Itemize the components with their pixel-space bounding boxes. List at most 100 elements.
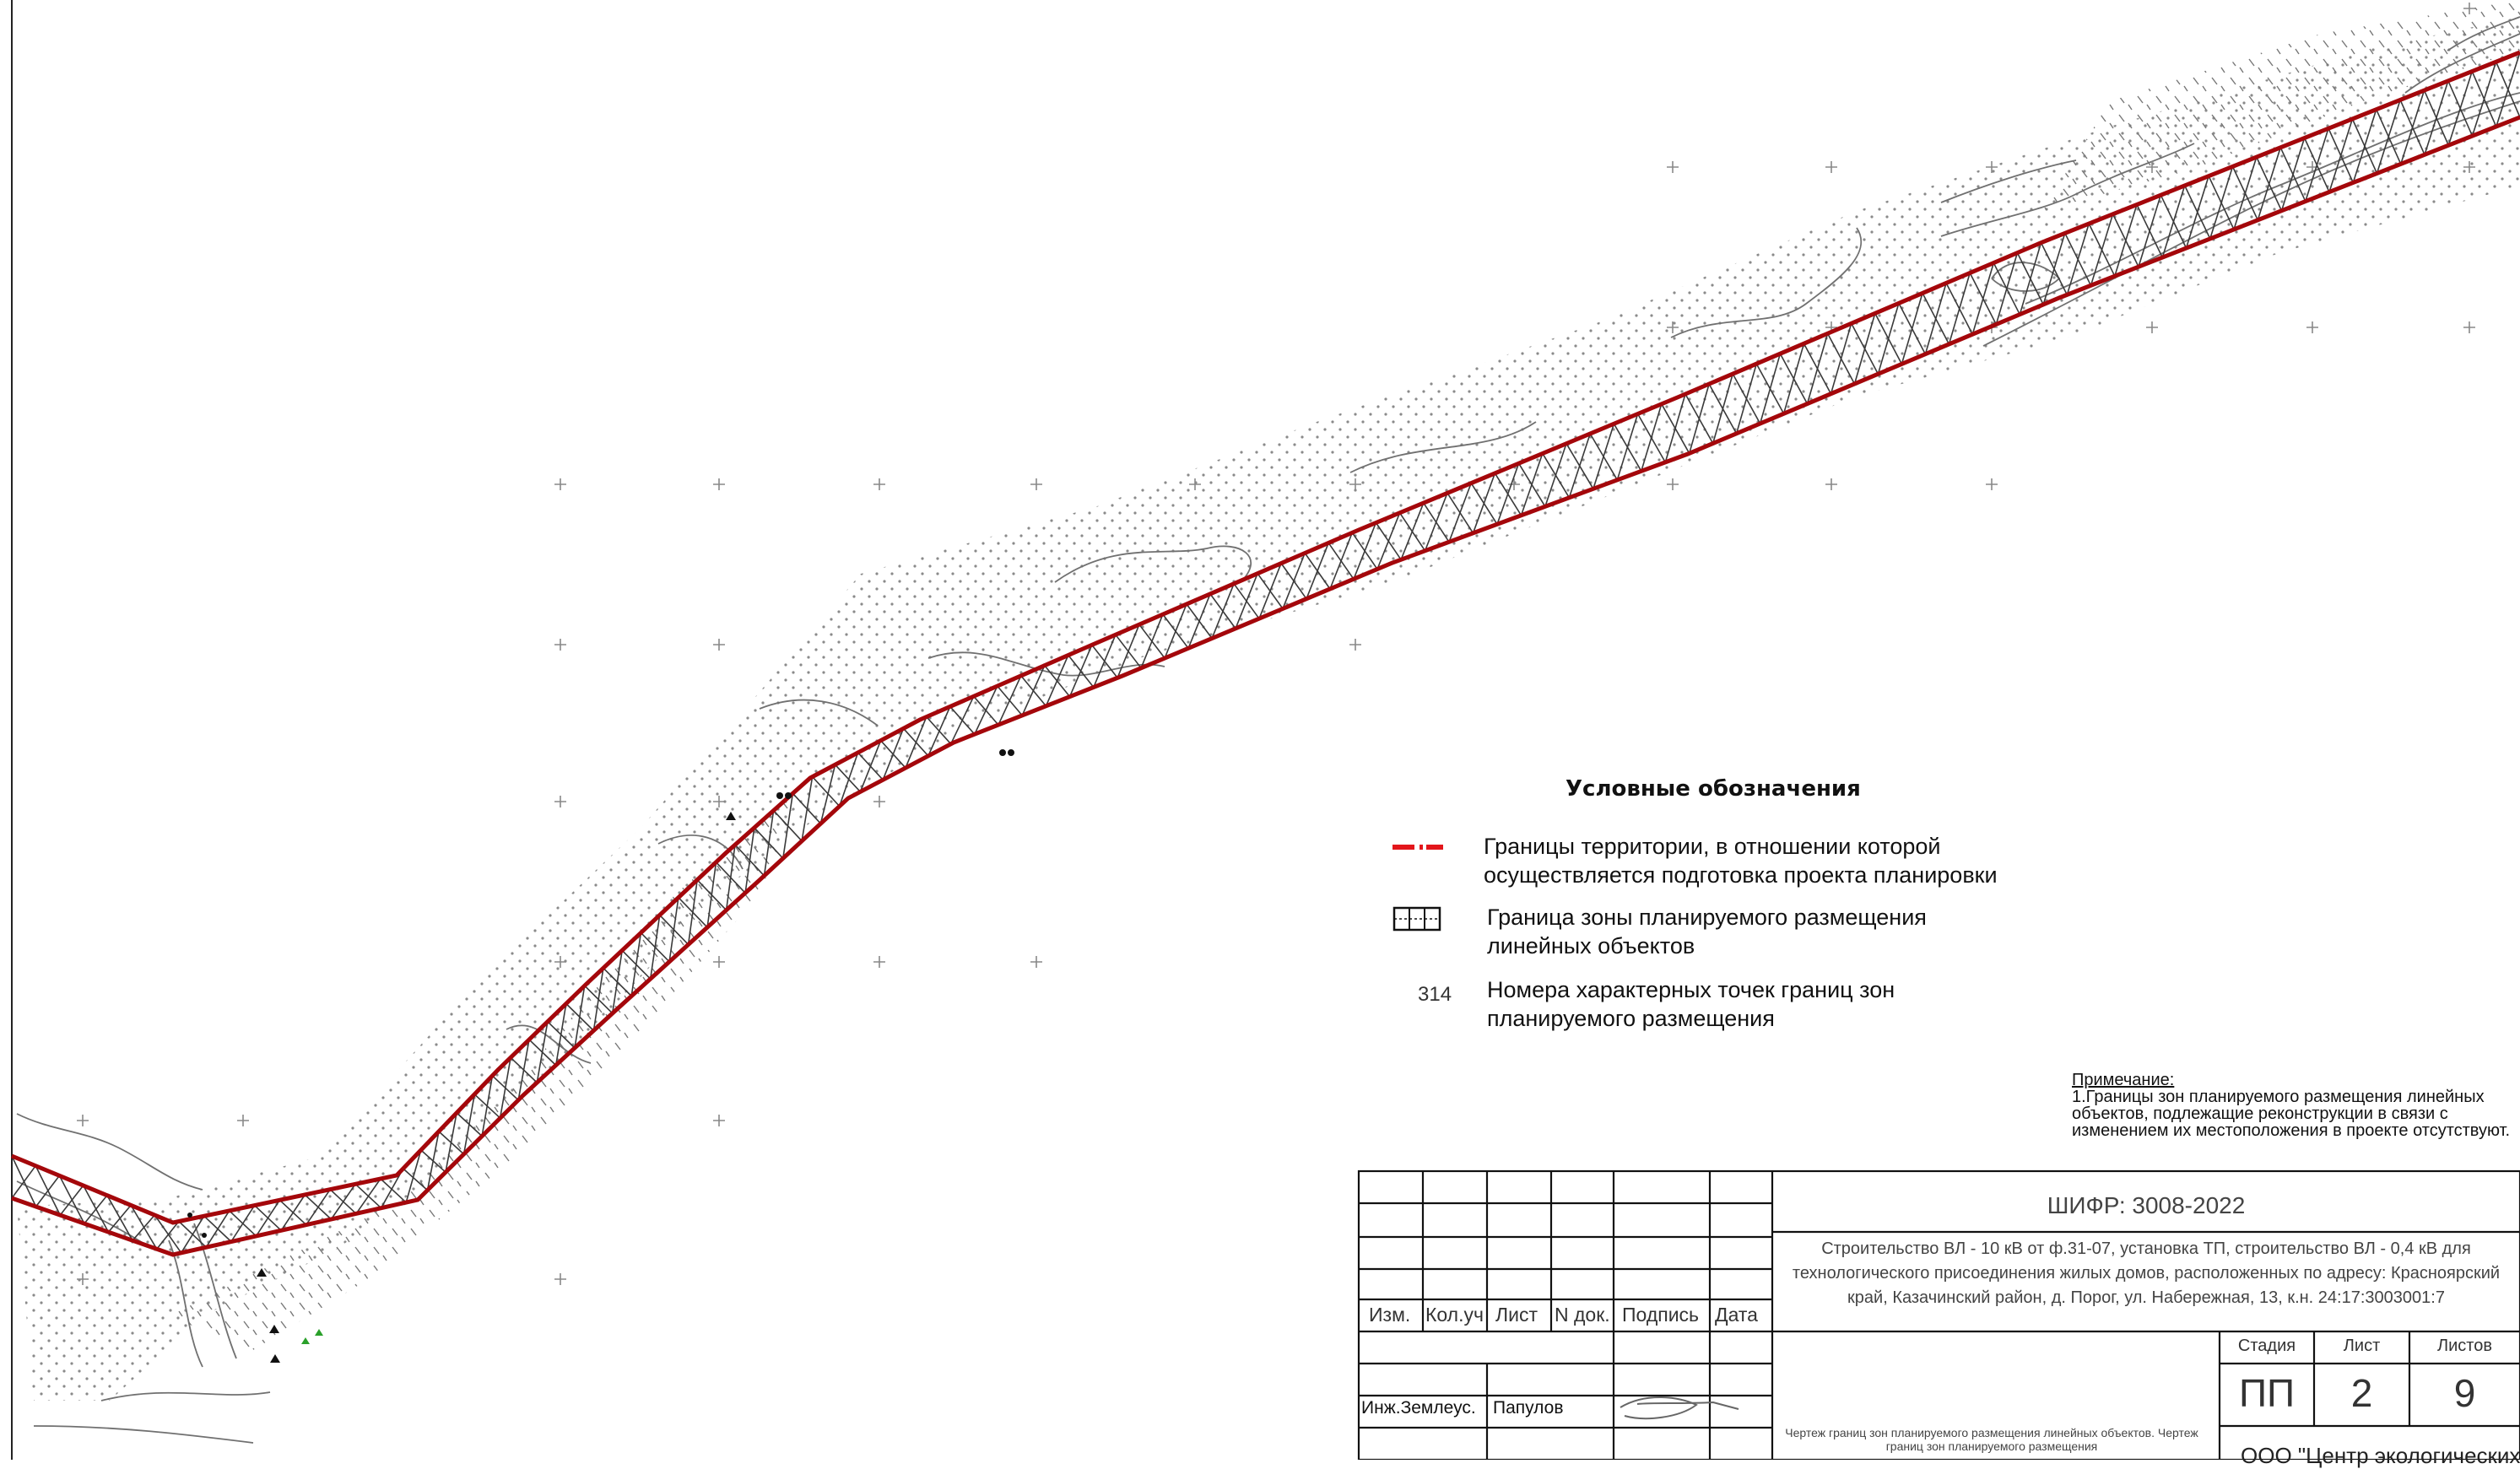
hatch-line — [1712, 373, 1733, 444]
column-kol-uch: Кол.уч — [1425, 1304, 1484, 1326]
person-name: Папулов — [1493, 1398, 1564, 1418]
hatch-line — [1901, 293, 1923, 365]
hatch-line — [554, 1003, 567, 1066]
hatch-line — [744, 827, 755, 894]
hatch-line — [426, 1131, 440, 1191]
hatch-line — [2185, 176, 2209, 249]
column-data: Дата — [1715, 1304, 1758, 1326]
hatch-line — [380, 1178, 407, 1203]
hatch-line — [835, 764, 861, 792]
column-podpis: Подпись — [1622, 1304, 1700, 1326]
hatch-line — [974, 685, 998, 735]
sheets-header: Листов — [2437, 1337, 2492, 1355]
hatch-line — [1568, 433, 1591, 499]
hatch-line — [1496, 462, 1520, 525]
hatch-line — [59, 1185, 84, 1216]
hatch-line — [1424, 493, 1448, 552]
hatch-line — [649, 915, 661, 980]
point-number-sample: 314 — [1418, 983, 1452, 1006]
note-body: 1.Границы зон планируемого размещения ли… — [2072, 1088, 2511, 1140]
hatch-line — [1068, 645, 1093, 697]
hatch-line — [255, 1199, 281, 1237]
hatch-line — [2114, 204, 2138, 277]
hatch-line — [1782, 343, 1805, 414]
legend-text: Номера характерных точек границ зон план… — [1487, 977, 1895, 1031]
hatch-line — [1376, 512, 1401, 570]
hatch-line — [1021, 665, 1046, 716]
hatch-line — [499, 1057, 511, 1119]
hatch-line — [205, 1210, 230, 1248]
hatch-line — [1140, 613, 1164, 669]
hatch-line — [2328, 118, 2354, 192]
signature-mark — [1620, 1396, 1739, 1420]
project-description: Строительство ВЛ - 10 кВ от ф.31-07, уст… — [1792, 1239, 2501, 1307]
hatch-line — [1282, 553, 1306, 609]
hatch-line — [2257, 147, 2281, 221]
hatch-line — [1400, 502, 1425, 560]
hatch-line — [35, 1175, 61, 1207]
hatch-line — [355, 1178, 381, 1214]
hatch-line — [1688, 383, 1710, 454]
hatch-line — [2138, 194, 2162, 267]
hatch-line — [882, 728, 905, 780]
hatch-line — [481, 1075, 494, 1137]
hatch-line — [2400, 89, 2425, 165]
hatch-line — [1877, 303, 1900, 375]
hatch-line — [592, 968, 604, 1031]
note: Примечание: 1.Границы зон планируемого р… — [2072, 1072, 2520, 1139]
hatch-line — [725, 845, 736, 910]
hatch-line — [1971, 262, 1995, 335]
hatch-line — [154, 1214, 182, 1254]
hatch-line — [1735, 363, 1758, 435]
hatch-line — [1806, 333, 1829, 404]
hatch-line — [1616, 413, 1639, 481]
hatch-line — [2019, 242, 2042, 315]
hatch-line — [801, 776, 814, 841]
corridor-hatch — [11, 51, 2520, 1254]
hatch-line — [2352, 109, 2377, 183]
hatch-line — [517, 1039, 530, 1100]
hatch-line — [330, 1183, 356, 1220]
hatch-line — [2066, 223, 2090, 295]
hatch-line — [949, 695, 975, 745]
sheet-value: 2 — [2350, 1371, 2373, 1415]
hatch-line — [405, 1149, 422, 1203]
hatch-line — [2447, 71, 2473, 146]
hatch-line — [1235, 573, 1258, 629]
hatch-line — [280, 1194, 306, 1231]
hatch-line — [156, 1221, 180, 1250]
hatch-line — [84, 1195, 108, 1224]
hatch-line — [1329, 532, 1354, 590]
hatch-line — [181, 1215, 205, 1254]
hatch-line — [819, 764, 836, 824]
contour-lines — [16, 16, 2520, 1444]
hatch-line — [1544, 443, 1567, 507]
hatch-line — [1593, 424, 1615, 489]
project-code: ШИФР: 3008-2022 — [2047, 1192, 2246, 1218]
company-name: ООО "Центр экологических — [2241, 1443, 2520, 1468]
hatch-line — [445, 1112, 457, 1173]
sheets-value: 9 — [2453, 1371, 2476, 1415]
hatch-line — [812, 776, 841, 807]
hatch-line — [859, 740, 882, 792]
hatch-line — [2209, 166, 2234, 240]
column-n-dok: N док. — [1555, 1304, 1610, 1326]
hatch-line — [1995, 252, 2019, 325]
hatch-line — [1641, 403, 1663, 472]
zone-boundary-lower — [11, 115, 2520, 1257]
hatch-line — [998, 675, 1022, 726]
hatch-line — [306, 1189, 331, 1226]
hatch-line — [574, 986, 586, 1049]
hatch-line — [2042, 233, 2066, 305]
hatch-line — [1258, 563, 1282, 619]
red-dash-dot-line-icon — [1392, 845, 1443, 850]
map-symbols — [187, 749, 1014, 1363]
hatch-line — [2471, 62, 2497, 137]
hatch-line — [2496, 51, 2520, 127]
hatch-line — [230, 1205, 256, 1242]
hatch-line — [838, 752, 859, 807]
hatch-line — [1306, 543, 1329, 599]
hatch-line — [2090, 213, 2114, 286]
drawing-title: Чертеж границ зон планируемого размещени… — [1785, 1426, 2198, 1453]
